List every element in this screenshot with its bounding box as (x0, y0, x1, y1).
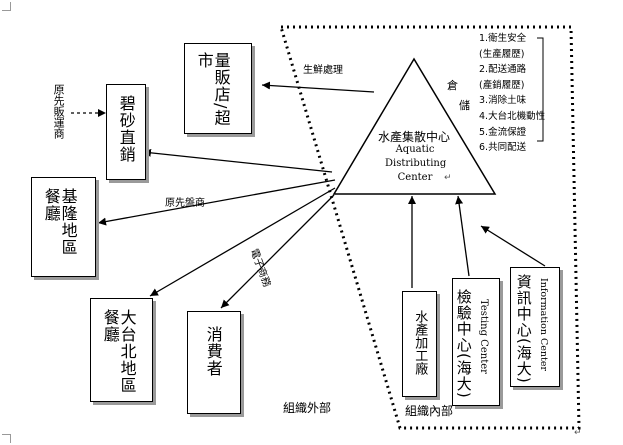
paragraph-mark: ↵ (444, 173, 452, 183)
node-retail: 量販店/超市 (184, 43, 252, 134)
arrow-to-bisha (142, 148, 333, 173)
zone-internal-label: 組織內部 (405, 404, 454, 418)
node-bisha: 碧砂直銷 (106, 84, 146, 180)
hub-title-en-line1: Aquatic (395, 144, 435, 155)
node-taipei-label: 大台北地區餐廳 (100, 309, 137, 394)
label-fresh-processing: 生鮮處理 (303, 65, 343, 76)
node-consumer: 消費者 (187, 311, 241, 414)
paragraph-mark: ↵ (574, 428, 582, 438)
arrow-to-keelung (97, 179, 336, 226)
page-corner-mark (2, 434, 11, 443)
storage-char-2: 儲 (459, 99, 470, 112)
page-corner-mark (2, 2, 11, 11)
arrow-to-consumer (220, 194, 335, 309)
node-keelung-label: 基隆地區餐廳 (41, 188, 78, 256)
node-info-zh: 資訊中心(海大) (514, 274, 533, 384)
function-item: 4.大台北機動性 (479, 110, 546, 122)
storage-char-1: 倉 (447, 79, 458, 92)
arrow-from-info (480, 225, 546, 267)
function-item: 3.消除土味 (479, 95, 527, 107)
hub-triangle (332, 57, 497, 195)
node-testing-en: Testing Center (478, 299, 489, 374)
function-item: (生產履歷) (479, 48, 525, 60)
label-original-channel: 原先販運商 (52, 84, 66, 139)
function-item: 1.衛生安全 (479, 33, 527, 44)
functions-list: 1.衛生安全 (生產履歷) 2.配送通路 (產銷履歷) 3.消除土味 4.大台北… (479, 31, 545, 156)
arrow-from-testing (455, 195, 470, 277)
internal-boundary (278, 25, 581, 430)
node-info: 資訊中心(海大) Information Center (510, 267, 560, 387)
function-item: 5.金流保證 (479, 126, 527, 138)
node-keelung: 基隆地區餐廳 (31, 177, 96, 277)
node-info-en: Information Center (538, 278, 549, 372)
node-processing-label: 水產加工廠 (412, 310, 428, 375)
node-processing: 水產加工廠 (402, 291, 437, 397)
label-original-plate: 原先盤商 (165, 198, 205, 209)
node-retail-label: 量販店/超市 (194, 52, 231, 127)
arrow-to-taipei (149, 187, 336, 297)
hub-title-zh: 水產集散中心 (378, 130, 451, 144)
hub-title-en-line3: Center (397, 172, 433, 183)
functions-bracket (537, 37, 544, 142)
function-item: (產銷履歷) (479, 79, 525, 91)
function-item: 6.共同配送 (479, 142, 527, 154)
node-testing-zh: 檢驗中心(海大) (454, 289, 473, 399)
node-taipei: 大台北地區餐廳 (90, 298, 153, 402)
hub-title-en-line2: Distributing (385, 158, 447, 169)
node-testing: 檢驗中心(海大) Testing Center (452, 278, 500, 406)
node-bisha-label: 碧砂直銷 (116, 95, 136, 163)
function-item: 2.配送通路 (479, 64, 527, 76)
zone-external-label: 組織外部 (283, 401, 332, 415)
node-consumer-label: 消費者 (203, 326, 223, 377)
arrow-to-retail (261, 81, 375, 93)
